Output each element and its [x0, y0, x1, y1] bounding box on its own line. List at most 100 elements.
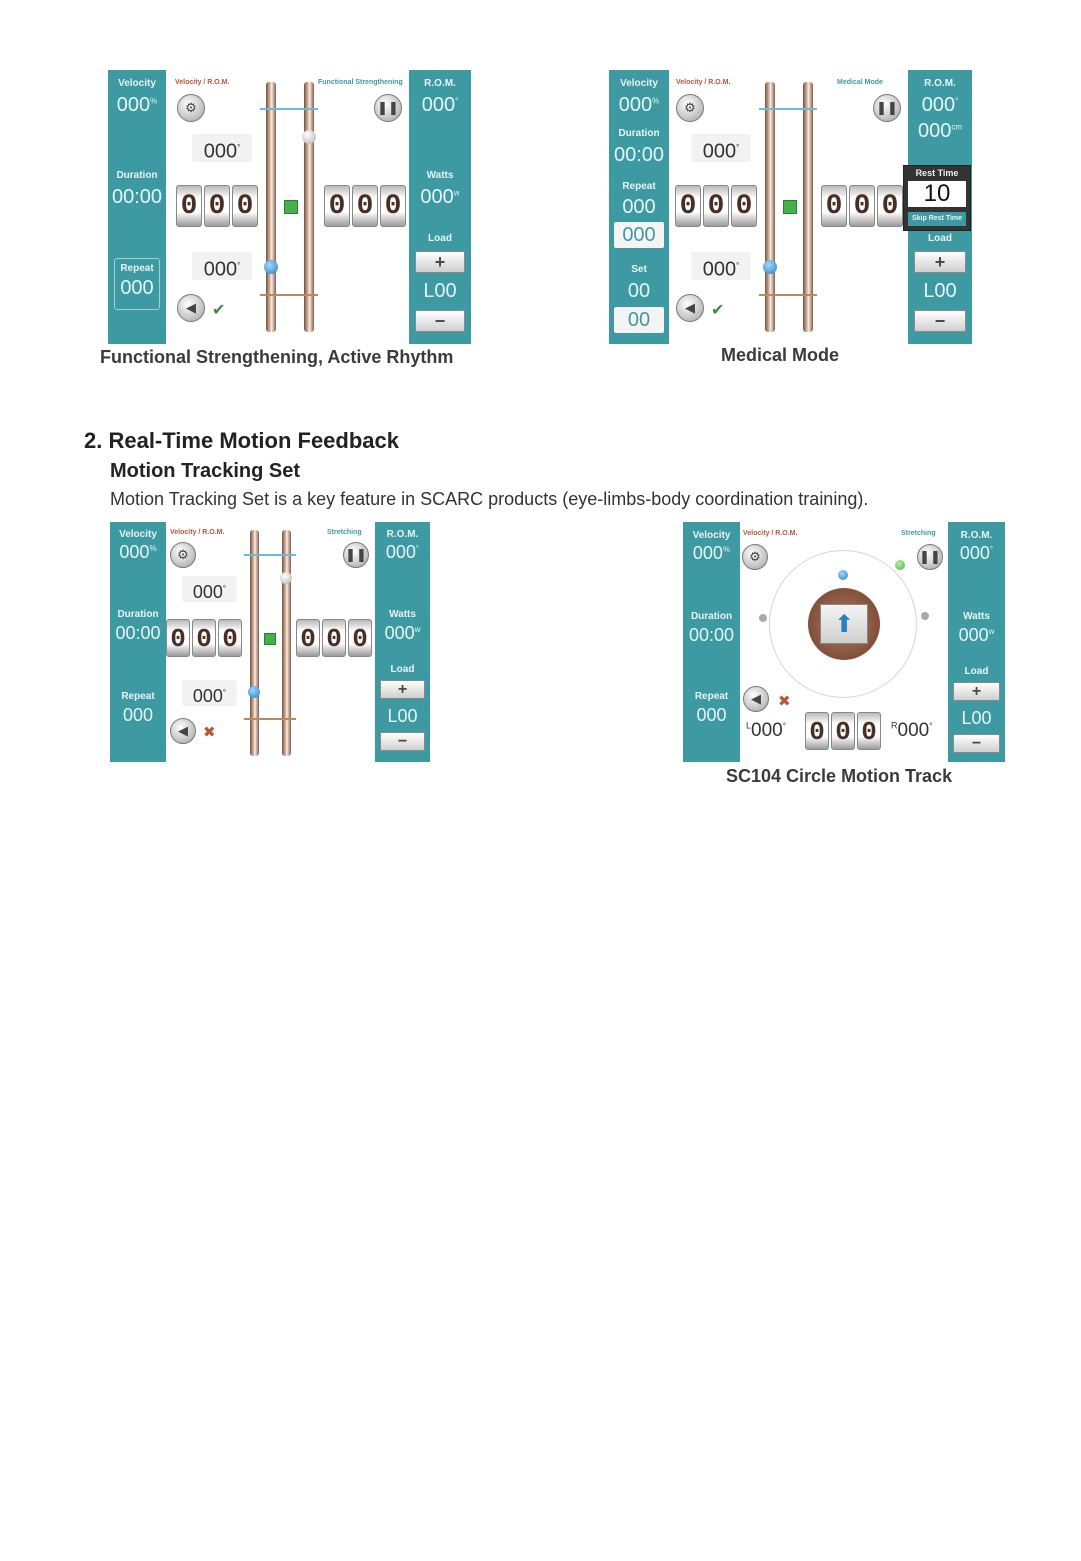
sound-button[interactable]: ◀ [177, 294, 205, 322]
watts-label: Watts [389, 609, 416, 620]
watts-value: 000w [958, 625, 995, 645]
load-label: Load [390, 664, 415, 675]
pedal-icon: ✔ [711, 302, 725, 319]
panel-functional-strengthening: Velocity 000% Duration 00:00 Repeat 000 … [108, 70, 471, 344]
left-counter: 0 0 0 [176, 185, 258, 227]
counter-digit: 0 [703, 185, 729, 227]
mode-name-label: Medical Mode [837, 79, 883, 86]
rom-value: 000° [421, 94, 459, 116]
top-position-marker[interactable] [838, 570, 848, 580]
angle-bottom-display: 000° [192, 252, 252, 281]
counter-digit: 0 [731, 185, 757, 227]
pause-icon: ❚❚ [345, 547, 367, 562]
pause-button[interactable]: ❚❚ [343, 542, 369, 568]
duration-value: 00:00 [111, 186, 163, 208]
repeat-label: Repeat [121, 691, 155, 702]
counter-digit: 0 [296, 619, 320, 657]
load-plus-button[interactable]: + [953, 682, 1000, 701]
lower-limit-line [260, 294, 318, 296]
load-plus-button[interactable]: + [380, 680, 425, 699]
caption-panel1: Functional Strengthening, Active Rhythm [100, 347, 454, 367]
rom-value: 000° [959, 543, 994, 563]
left-sidebar: Velocity 000% Duration 00:00 Repeat 000 [110, 522, 166, 762]
rom-label: R.O.M. [960, 530, 993, 541]
pause-icon: ❚❚ [876, 100, 898, 115]
sound-button[interactable]: ◀ [676, 294, 704, 322]
lower-limit-line [244, 718, 296, 720]
right-counter: 0 0 0 [296, 619, 372, 657]
right-position-marker[interactable] [280, 572, 292, 584]
pause-button[interactable]: ❚❚ [917, 544, 943, 570]
sound-button[interactable]: ◀ [170, 718, 196, 744]
settings-button[interactable]: ⚙ [742, 544, 768, 570]
velocity-value: 000% [692, 543, 731, 563]
repeat-box: Repeat 000 [114, 258, 160, 310]
pause-button[interactable]: ❚❚ [873, 94, 901, 122]
counter-digit: 0 [821, 185, 847, 227]
load-value: L00 [923, 280, 957, 302]
angle-bottom-display: 000° [691, 252, 751, 281]
repeat-label: Repeat [120, 263, 154, 274]
load-minus-button[interactable]: − [415, 310, 465, 332]
gear-icon: ⚙ [749, 549, 761, 564]
mode-small-label: Velocity / R.O.M. [175, 79, 230, 86]
left-position-marker[interactable] [264, 260, 278, 274]
duration-label: Duration [117, 609, 159, 620]
load-minus-button[interactable]: − [953, 734, 1000, 753]
angle-top-display: 000° [182, 576, 237, 602]
repeat-value: 000 [622, 196, 656, 218]
pedal-icon: ✔ [212, 302, 226, 319]
counter-digit: 0 [324, 185, 350, 227]
left-position-marker[interactable] [248, 686, 260, 698]
right-marker [921, 612, 929, 620]
velocity-label: Velocity [692, 530, 731, 541]
velocity-value: 000% [119, 542, 157, 562]
velocity-value: 000% [116, 94, 158, 116]
set-target-field[interactable]: 00 [614, 307, 664, 333]
load-plus-button[interactable]: + [914, 251, 966, 273]
lower-limit-line [759, 294, 817, 296]
load-minus-button[interactable]: − [914, 310, 966, 332]
rest-time-value: 10 [908, 181, 966, 207]
counter-digit: 0 [322, 619, 346, 657]
left-angle-display: L000° [746, 720, 786, 741]
left-position-marker[interactable] [763, 260, 777, 274]
mode-small-label: Velocity / R.O.M. [170, 529, 225, 536]
counter-digit: 0 [218, 619, 242, 657]
pause-button[interactable]: ❚❚ [374, 94, 402, 122]
settings-button[interactable]: ⚙ [177, 94, 205, 122]
counter-digit: 0 [857, 712, 881, 750]
repeat-value: 000 [120, 277, 154, 299]
left-rail [765, 82, 775, 332]
caption-panel4: SC104 Circle Motion Track [726, 766, 953, 786]
speaker-icon: ◀ [685, 300, 695, 315]
left-counter: 0 0 0 [675, 185, 757, 227]
upper-limit-line [260, 108, 318, 110]
velocity-label: Velocity [119, 529, 157, 540]
minus-icon: − [397, 733, 408, 750]
sound-button[interactable]: ◀ [743, 686, 769, 712]
watts-label: Watts [963, 611, 990, 622]
load-minus-button[interactable]: − [380, 732, 425, 751]
caption-panel2: Medical Mode [721, 345, 840, 365]
circle-track [769, 550, 917, 698]
repeat-target-field[interactable]: 000 [614, 222, 664, 248]
counter-digit: 0 [204, 185, 230, 227]
left-marker [759, 614, 767, 622]
section-subheading: Motion Tracking Set [110, 460, 301, 482]
left-rail [266, 82, 276, 332]
settings-button[interactable]: ⚙ [676, 94, 704, 122]
right-sidebar: R.O.M. 000° Watts 000w Load + L00 − [409, 70, 471, 344]
load-value: L00 [423, 280, 457, 302]
load-value: L00 [387, 706, 418, 726]
panel-circle-motion-track: Velocity 000% Duration 00:00 Repeat 000 … [683, 522, 1005, 762]
settings-button[interactable]: ⚙ [170, 542, 196, 568]
right-position-marker[interactable] [302, 130, 316, 144]
load-plus-button[interactable]: + [415, 251, 465, 273]
right-angle-display: R000° [891, 720, 933, 741]
minus-icon: − [934, 311, 946, 331]
skip-rest-time-button[interactable]: Skip Rest Time [908, 212, 966, 226]
speaker-icon: ◀ [186, 300, 196, 315]
speaker-icon: ◀ [178, 723, 188, 738]
set-label: Set [631, 264, 647, 275]
